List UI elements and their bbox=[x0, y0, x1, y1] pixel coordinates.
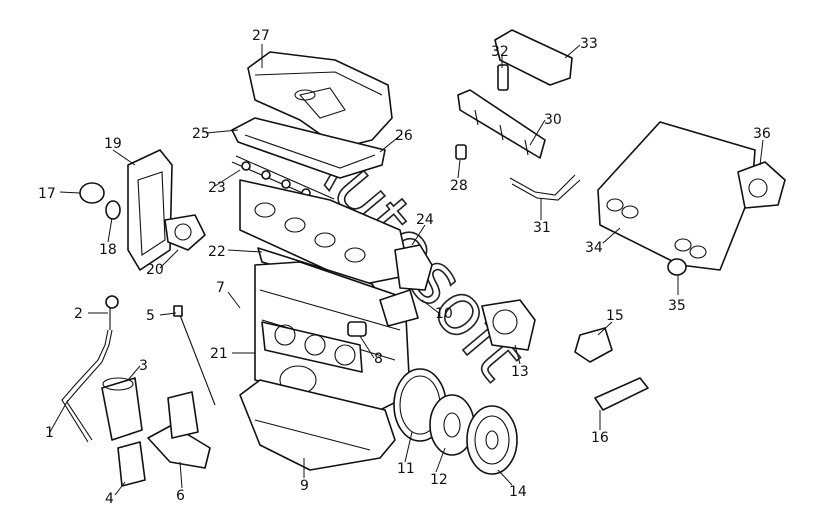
callout-18: 18 bbox=[99, 242, 117, 258]
callout-leaders bbox=[49, 44, 764, 496]
part-fuel-rail[interactable] bbox=[457, 89, 546, 159]
part-solenoid[interactable] bbox=[574, 327, 613, 363]
callout-9: 9 bbox=[300, 478, 309, 494]
part-oil-pump[interactable] bbox=[147, 391, 211, 469]
part-fuel-hose[interactable] bbox=[509, 174, 581, 201]
part-injector-clip[interactable] bbox=[455, 144, 467, 160]
callout-14: 14 bbox=[509, 484, 527, 500]
callout-27: 27 bbox=[252, 28, 270, 44]
part-oil-pan[interactable] bbox=[239, 379, 396, 471]
callout-24: 24 bbox=[416, 212, 434, 228]
callout-22: 22 bbox=[208, 244, 226, 260]
callout-36: 36 bbox=[753, 126, 771, 142]
part-injector[interactable] bbox=[497, 64, 509, 91]
callout-16: 16 bbox=[591, 430, 609, 446]
part-valve-cover[interactable] bbox=[247, 51, 393, 149]
callout-32: 32 bbox=[491, 44, 509, 60]
callout-34: 34 bbox=[585, 240, 603, 256]
callout-8: 8 bbox=[374, 351, 383, 367]
part-dipstick-cap[interactable] bbox=[105, 295, 119, 330]
callout-28: 28 bbox=[450, 178, 468, 194]
part-pressure-plate[interactable] bbox=[466, 405, 518, 475]
callout-3: 3 bbox=[139, 358, 148, 374]
callout-33: 33 bbox=[580, 36, 598, 52]
part-sensor[interactable] bbox=[347, 321, 367, 337]
callout-25: 25 bbox=[192, 126, 210, 142]
callout-23: 23 bbox=[208, 180, 226, 196]
callout-12: 12 bbox=[430, 472, 448, 488]
callout-21: 21 bbox=[210, 346, 228, 362]
callout-5: 5 bbox=[146, 308, 155, 324]
callout-15: 15 bbox=[606, 308, 624, 324]
callout-2: 2 bbox=[74, 306, 83, 322]
callout-11: 11 bbox=[397, 461, 415, 477]
callout-26: 26 bbox=[395, 128, 413, 144]
part-dipstick[interactable] bbox=[173, 305, 216, 406]
part-water-pump[interactable] bbox=[164, 214, 206, 251]
callout-labels: 1 2 3 4 5 6 7 8 9 10 11 12 13 14 15 16 1… bbox=[38, 28, 771, 507]
part-pump[interactable] bbox=[481, 299, 536, 351]
callout-7: 7 bbox=[216, 280, 225, 296]
callout-13: 13 bbox=[511, 364, 529, 380]
part-bracket[interactable] bbox=[594, 377, 649, 411]
part-dipstick-tube[interactable] bbox=[61, 329, 113, 443]
part-thermostat[interactable] bbox=[79, 182, 105, 204]
callout-17: 17 bbox=[38, 186, 56, 202]
part-cover-gasket[interactable] bbox=[231, 117, 386, 179]
callout-20: 20 bbox=[146, 262, 164, 278]
part-filter-element[interactable] bbox=[117, 441, 146, 487]
callout-1: 1 bbox=[45, 425, 54, 441]
callout-10: 10 bbox=[435, 306, 453, 322]
part-timing-unit[interactable] bbox=[379, 244, 433, 327]
part-crankshaft[interactable] bbox=[261, 321, 363, 373]
part-timing-cover[interactable] bbox=[127, 149, 173, 271]
callout-6: 6 bbox=[176, 488, 185, 504]
part-intake-manifold[interactable] bbox=[597, 121, 756, 271]
callout-30: 30 bbox=[544, 112, 562, 128]
callout-19: 19 bbox=[104, 136, 122, 152]
part-manifold-o-ring[interactable] bbox=[667, 258, 687, 276]
callout-35: 35 bbox=[668, 298, 686, 314]
callout-4: 4 bbox=[105, 491, 114, 507]
part-oil-filter[interactable] bbox=[101, 377, 143, 441]
callout-31: 31 bbox=[533, 220, 551, 236]
part-throttle-body[interactable] bbox=[737, 161, 786, 209]
part-seal-ring[interactable] bbox=[105, 200, 121, 220]
part-fuel-rail-upper[interactable] bbox=[494, 29, 573, 86]
